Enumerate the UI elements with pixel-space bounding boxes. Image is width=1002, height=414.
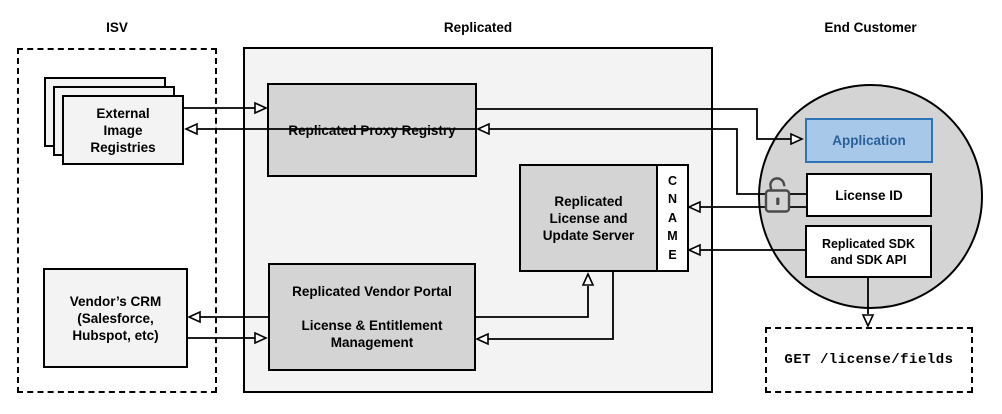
- isv-section-box: [17, 48, 217, 393]
- replicated-sdk-node: Replicated SDK and SDK API: [805, 225, 932, 278]
- end-customer-section-label: End Customer: [824, 20, 917, 35]
- proxy-registry-label: Replicated Proxy Registry: [288, 122, 456, 138]
- vendors-crm-label: Vendor’s CRM (Salesforce, Hubspot, etc): [69, 293, 162, 343]
- vendors-crm-node: Vendor’s CRM (Salesforce, Hubspot, etc): [43, 268, 188, 368]
- application-node: Application: [805, 118, 933, 163]
- proxy-registry-node: Replicated Proxy Registry: [267, 83, 477, 177]
- replicated-section-label: Replicated: [443, 20, 513, 35]
- external-image-registries-node: External Image Registries: [62, 95, 184, 165]
- cname-label: C N A M E: [667, 173, 678, 262]
- application-label: Application: [832, 133, 906, 148]
- get-license-fields-node: GET /license/fields: [765, 327, 973, 393]
- vendor-portal-label: Replicated Vendor Portal License & Entit…: [292, 284, 452, 350]
- license-id-node: License ID: [806, 173, 932, 217]
- external-image-registries-label: External Image Registries: [90, 105, 156, 155]
- license-update-server-node: Replicated License and Update Server: [519, 164, 658, 272]
- cname-node: C N A M E: [656, 164, 689, 272]
- replicated-sdk-label: Replicated SDK and SDK API: [821, 236, 916, 267]
- get-license-fields-label: GET /license/fields: [784, 351, 954, 368]
- isv-section-label: ISV: [106, 20, 128, 35]
- license-id-label: License ID: [835, 187, 903, 203]
- license-update-server-label: Replicated License and Update Server: [542, 193, 635, 243]
- vendor-portal-node: Replicated Vendor Portal License & Entit…: [268, 263, 476, 371]
